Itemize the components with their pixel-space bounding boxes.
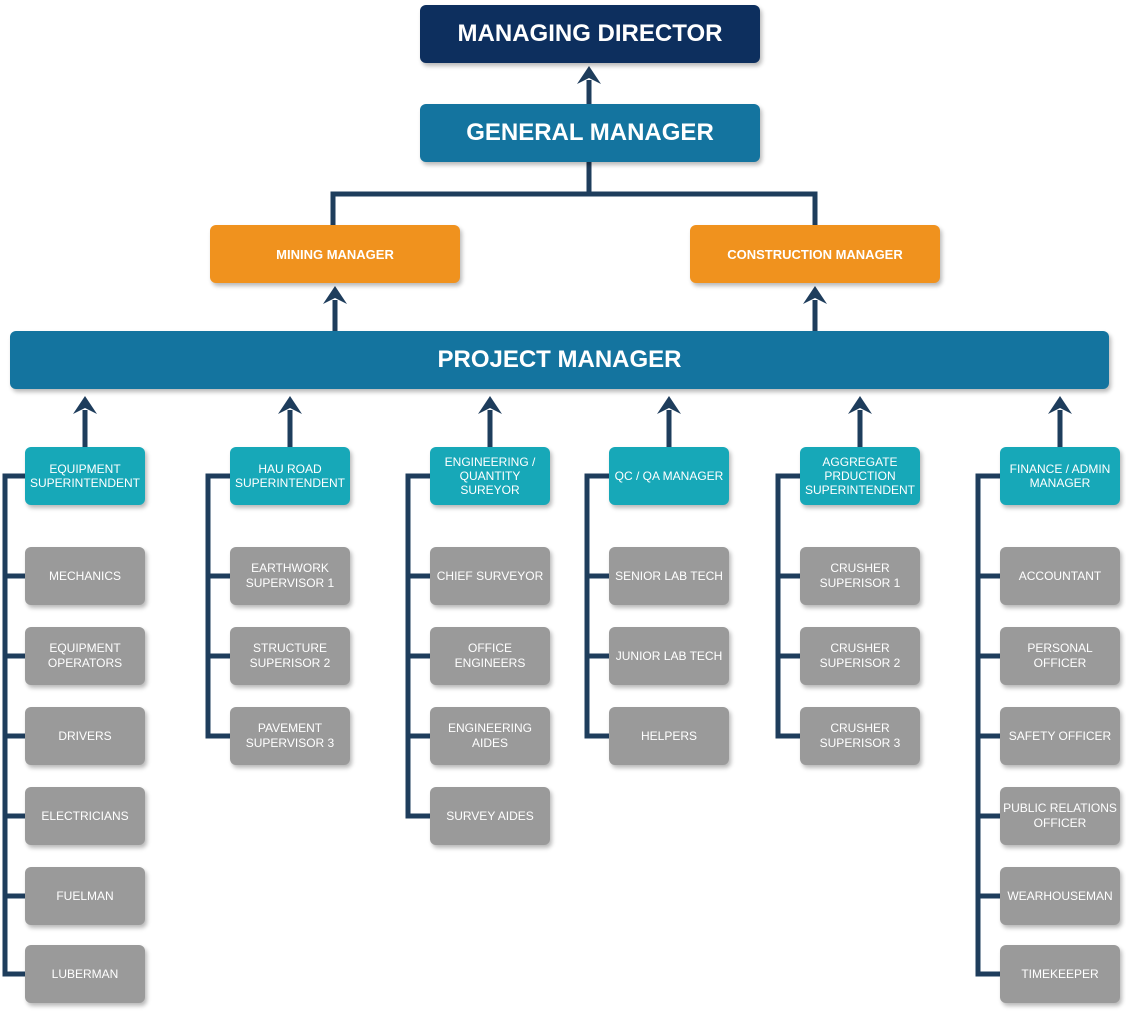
staff-box-4-3-label: HELPERS [640, 728, 698, 743]
staff-box-1-3: DRIVERS [25, 707, 145, 765]
staff-box-1-4: ELECTRICIANS [25, 787, 145, 845]
arrow-dept-3-to-pm [478, 396, 502, 447]
staff-box-6-2-label: PERSONAL OFFICER [1027, 641, 1093, 670]
staff-box-3-2: OFFICE ENGINEERS [430, 627, 550, 685]
department-head-5-label: AGGREGATE PRDUCTION SUPERINTENDENT [804, 455, 915, 497]
staff-box-1-6-label: LUBERMAN [51, 966, 119, 981]
general-manager-box: GENERAL MANAGER [420, 104, 760, 162]
arrow-gm-to-md [577, 66, 601, 104]
staff-box-3-1: CHIEF SURVEYOR [430, 547, 550, 605]
staff-box-2-2: STRUCTURE SUPERISOR 2 [230, 627, 350, 685]
staff-box-5-2: CRUSHER SUPERISOR 2 [800, 627, 920, 685]
staff-box-6-3: SAFETY OFFICER [1000, 707, 1120, 765]
arrow-dept-1-to-pm [73, 396, 97, 447]
department-head-6: FINANCE / ADMIN MANAGER [1000, 447, 1120, 505]
staff-box-4-1-label: SENIOR LAB TECH [615, 568, 723, 583]
department-head-6-label: FINANCE / ADMIN MANAGER [1009, 462, 1111, 490]
staff-box-3-3: ENGINEERING AIDES [430, 707, 550, 765]
construction-manager-box: CONSTRUCTION MANAGER [690, 225, 940, 283]
staff-box-3-4-label: SURVEY AIDES [446, 808, 534, 823]
arrow-pm-to-mining [323, 286, 347, 331]
staff-box-4-2-label: JUNIOR LAB TECH [615, 648, 723, 663]
arrow-pm-to-construction [803, 286, 827, 331]
staff-box-4-3: HELPERS [609, 707, 729, 765]
staff-box-5-2-label: CRUSHER SUPERISOR 2 [819, 641, 901, 670]
staff-box-6-1-label: ACCOUNTANT [1018, 568, 1102, 583]
arrow-dept-4-to-pm [657, 396, 681, 447]
mining-manager-label: MINING MANAGER [276, 246, 394, 262]
department-head-3: ENGINEERING / QUANTITY SUREYOR [430, 447, 550, 505]
department-head-4-label: QC / QA MANAGER [614, 469, 724, 483]
staff-box-4-1: SENIOR LAB TECH [609, 547, 729, 605]
general-manager-label: GENERAL MANAGER [466, 119, 714, 146]
staff-box-1-1-label: MECHANICS [48, 568, 121, 583]
staff-box-2-1: EARTHWORK SUPERVISOR 1 [230, 547, 350, 605]
staff-box-5-1-label: CRUSHER SUPERISOR 1 [819, 561, 901, 590]
staff-box-1-4-label: ELECTRICIANS [41, 808, 129, 823]
staff-box-6-5-label: WEARHOUSEMAN [1007, 888, 1113, 903]
staff-box-2-1-label: EARTHWORK SUPERVISOR 1 [245, 561, 335, 590]
staff-box-6-6: TIMEKEEPER [1000, 945, 1120, 1003]
staff-box-5-3: CRUSHER SUPERISOR 3 [800, 707, 920, 765]
staff-box-1-2: EQUIPMENT OPERATORS [25, 627, 145, 685]
staff-box-2-2-label: STRUCTURE SUPERISOR 2 [249, 641, 331, 670]
managing-director-label: MANAGING DIRECTOR [457, 20, 723, 47]
staff-box-3-2-label: OFFICE ENGINEERS [454, 641, 526, 670]
mining-manager-box: MINING MANAGER [210, 225, 460, 283]
construction-manager-label: CONSTRUCTION MANAGER [727, 246, 903, 262]
project-manager-label: PROJECT MANAGER [437, 346, 682, 373]
arrow-dept-5-to-pm [848, 396, 872, 447]
staff-box-1-1: MECHANICS [25, 547, 145, 605]
staff-box-6-5: WEARHOUSEMAN [1000, 867, 1120, 925]
department-head-2: HAU ROAD SUPERINTENDENT [230, 447, 350, 505]
staff-box-6-1: ACCOUNTANT [1000, 547, 1120, 605]
department-head-2-label: HAU ROAD SUPERINTENDENT [234, 462, 345, 490]
arrow-dept-6-to-pm [1048, 396, 1072, 447]
department-head-4: QC / QA MANAGER [609, 447, 729, 505]
staff-box-6-2: PERSONAL OFFICER [1000, 627, 1120, 685]
staff-box-2-3-label: PAVEMENT SUPERVISOR 3 [245, 721, 335, 750]
staff-box-6-3-label: SAFETY OFFICER [1008, 728, 1112, 743]
staff-box-1-2-label: EQUIPMENT OPERATORS [47, 641, 123, 670]
department-head-1: EQUIPMENT SUPERINTENDENT [25, 447, 145, 505]
staff-box-3-1-label: CHIEF SURVEYOR [436, 568, 544, 583]
arrow-dept-2-to-pm [278, 396, 302, 447]
staff-box-1-3-label: DRIVERS [58, 728, 112, 743]
staff-box-5-1: CRUSHER SUPERISOR 1 [800, 547, 920, 605]
department-head-5: AGGREGATE PRDUCTION SUPERINTENDENT [800, 447, 920, 505]
staff-box-1-5-label: FUELMAN [56, 888, 114, 903]
staff-box-6-6-label: TIMEKEEPER [1021, 966, 1099, 981]
staff-box-1-5: FUELMAN [25, 867, 145, 925]
managing-director-box: MANAGING DIRECTOR [420, 5, 760, 63]
project-manager-box: PROJECT MANAGER [10, 331, 1109, 389]
staff-box-2-3: PAVEMENT SUPERVISOR 3 [230, 707, 350, 765]
staff-box-6-4-label: PUBLIC RELATIONS OFFICER [1003, 801, 1117, 830]
staff-box-4-2: JUNIOR LAB TECH [609, 627, 729, 685]
department-head-3-label: ENGINEERING / QUANTITY SUREYOR [444, 455, 536, 497]
staff-box-5-3-label: CRUSHER SUPERISOR 3 [819, 721, 901, 750]
staff-box-6-4: PUBLIC RELATIONS OFFICER [1000, 787, 1120, 845]
staff-box-1-6: LUBERMAN [25, 945, 145, 1003]
staff-box-3-4: SURVEY AIDES [430, 787, 550, 845]
department-head-1-label: EQUIPMENT SUPERINTENDENT [29, 462, 140, 490]
staff-box-3-3-label: ENGINEERING AIDES [447, 721, 532, 750]
